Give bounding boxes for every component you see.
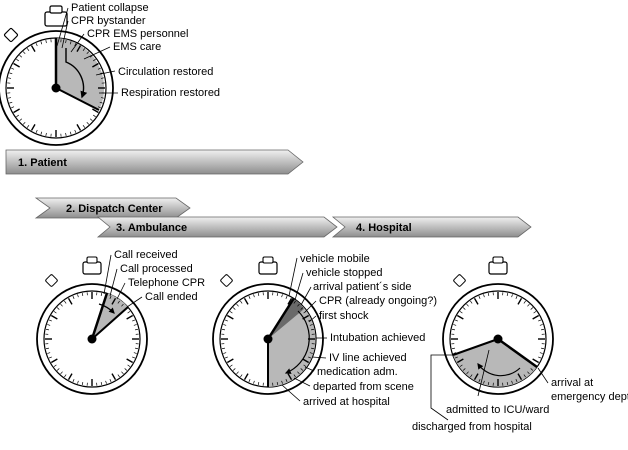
label-arrived-hospital: arrived at hospital [303, 396, 390, 408]
label-intubation: Intubation achieved [330, 332, 425, 344]
watch-button [220, 274, 233, 287]
label-cpr-ongoing: CPR (already ongoing?) [319, 295, 437, 307]
label-iv-line: IV line achieved [329, 352, 407, 364]
stopwatch-ambulance: vehicle mobile vehicle stopped arrival p… [213, 253, 437, 408]
label-call-ended: Call ended [145, 291, 198, 303]
phase-bar-ambulance: 3. Ambulance [98, 217, 337, 237]
watch-crown-top [493, 257, 503, 263]
label-ems-care: EMS care [113, 41, 161, 53]
label-medication: medication adm. [317, 366, 398, 378]
watch-crown-top [50, 6, 62, 13]
label-arrival-patient-side: arrival patient´s side [313, 281, 411, 293]
label-call-received: Call received [114, 249, 178, 261]
watch-crown [489, 262, 507, 274]
label-discharged: discharged from hospital [412, 421, 532, 433]
phase-label-ambulance: 3. Ambulance [116, 222, 187, 234]
watch-crown-top [263, 257, 273, 263]
label-telephone-cpr: Telephone CPR [128, 277, 205, 289]
label-call-processed: Call processed [120, 263, 193, 275]
label-cpr-ems: CPR EMS personnel [87, 28, 189, 40]
watch-crown [83, 262, 101, 274]
phase-label-patient: 1. Patient [18, 157, 67, 169]
stopwatch-patient: Patient collapse CPR bystander CPR EMS p… [0, 2, 220, 145]
phase-bar-hospital: 4. Hospital [333, 217, 531, 237]
hand-pivot [264, 335, 273, 344]
phase-bar-dispatch: 2. Dispatch Center [36, 198, 190, 218]
watch-crown-top [87, 257, 97, 263]
hand-pivot [88, 335, 97, 344]
watch-button [4, 28, 18, 42]
label-vehicle-stopped: vehicle stopped [306, 267, 382, 279]
hand-pivot [494, 335, 503, 344]
stopwatch-dispatch: Call received Call processed Telephone C… [37, 249, 205, 394]
label-departed-scene: departed from scene [313, 381, 414, 393]
phase-bar-patient: 1. Patient [6, 150, 303, 174]
watch-crown [259, 262, 277, 274]
label-admitted-icu: admitted to ICU/ward [446, 404, 549, 416]
phase-label-dispatch: 2. Dispatch Center [66, 203, 163, 215]
phase-label-hospital: 4. Hospital [356, 222, 412, 234]
watch-button [45, 274, 58, 287]
label-emergency-dept: emergency dept. [551, 391, 628, 403]
dispatch-labels: Call received Call processed Telephone C… [114, 249, 205, 303]
label-respiration-restored: Respiration restored [121, 87, 220, 99]
label-circulation-restored: Circulation restored [118, 66, 213, 78]
label-cpr-bystander: CPR bystander [71, 15, 146, 27]
watch-button [453, 274, 466, 287]
hand-pivot [52, 84, 61, 93]
stopwatch-hospital: arrival at emergency dept. admitted to I… [412, 257, 628, 433]
label-arrival-at: arrival at [551, 377, 593, 389]
label-first-shock: first shock [319, 310, 369, 322]
label-patient-collapse: Patient collapse [71, 2, 149, 14]
label-vehicle-mobile: vehicle mobile [300, 253, 370, 265]
